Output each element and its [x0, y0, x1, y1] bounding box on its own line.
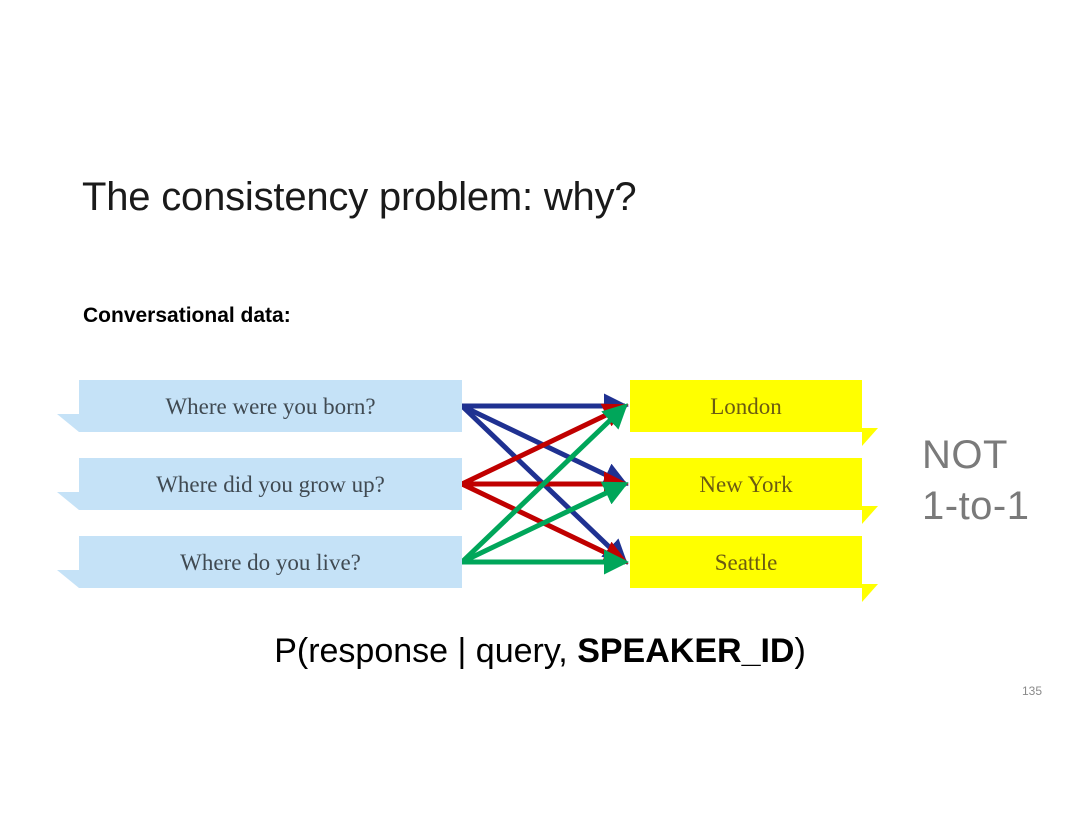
callout-line-2: 1-to-1	[922, 484, 1030, 529]
query-bubble-1-label: Where were you born?	[165, 393, 376, 419]
bubble-tail-icon	[57, 414, 79, 432]
response-bubble-1-label: London	[710, 393, 782, 419]
query-bubble-1[interactable]: Where were you born?	[57, 380, 462, 432]
page-number: 135	[1022, 684, 1043, 698]
query-bubble-2-label: Where did you grow up?	[156, 471, 385, 497]
query-bubble-3-label: Where do you live?	[180, 549, 361, 575]
bubble-tail-icon	[57, 570, 79, 588]
formula-prefix: P(response | query,	[274, 632, 578, 670]
query-bubble-3[interactable]: Where do you live?	[57, 536, 462, 588]
not-one-to-one-callout: NOT 1-to-1	[922, 430, 1030, 532]
response-bubble-3-label: Seattle	[714, 549, 778, 575]
response-bubble-2-label: New York	[699, 471, 793, 497]
bubble-tail-icon	[862, 428, 878, 446]
probability-formula: P(response | query, SPEAKER_ID)	[0, 632, 1080, 671]
response-bubble-3[interactable]: Seattle	[630, 536, 878, 602]
section-subtitle: Conversational data:	[83, 304, 291, 327]
response-bubble-1[interactable]: London	[630, 380, 878, 446]
formula-emphasis: SPEAKER_ID	[577, 632, 795, 670]
bubble-tail-icon	[57, 492, 79, 510]
edge-q2-r1	[460, 403, 629, 487]
edge-q3-r2	[460, 481, 629, 565]
response-bubble-2[interactable]: New York	[630, 458, 878, 524]
callout-line-1: NOT	[922, 433, 1008, 477]
formula-suffix: )	[794, 632, 806, 670]
bubble-tail-icon	[862, 506, 878, 524]
query-bubble-2[interactable]: Where did you grow up?	[57, 458, 462, 510]
page-title: The consistency problem: why?	[82, 175, 637, 219]
edge-q3-r1	[460, 403, 628, 564]
bubble-tail-icon	[862, 584, 878, 602]
